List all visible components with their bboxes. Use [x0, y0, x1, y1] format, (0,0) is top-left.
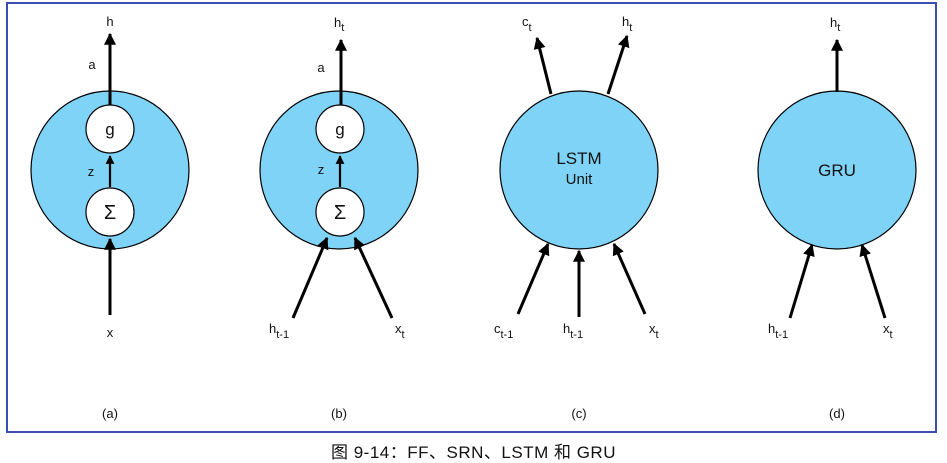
lstm-in-c-arrow — [516, 242, 550, 315]
srn-input-h-label: ht-1 — [269, 321, 289, 341]
srn-sum-node — [315, 187, 365, 237]
srn-input-h-arrow — [291, 236, 329, 319]
lstm-in-h-label: ht-1 — [563, 321, 583, 341]
srn-edge-a-label: a — [317, 60, 325, 75]
lstm-unit-title: LSTM — [556, 149, 601, 168]
panel-c-lstm: LSTM Unit ct ht ct-1 ht-1 xt (c) — [494, 14, 659, 421]
lstm-out-h-label: ht — [622, 14, 632, 34]
ff-edge-z-label: z — [88, 164, 95, 179]
gru-input-h-label: ht-1 — [768, 321, 788, 341]
srn-activation-label: g — [335, 120, 344, 139]
ff-input-label: x — [107, 325, 114, 340]
lstm-out-h-arrow — [606, 34, 630, 95]
panel-a-feedforward: g Σ a z h x (a) — [30, 14, 190, 421]
panel-c-label: (c) — [571, 406, 586, 421]
ff-sum-node — [85, 187, 135, 237]
lstm-out-c-label: ct — [522, 14, 532, 34]
lstm-in-x-label: xt — [649, 321, 659, 341]
gru-input-h-arrow — [788, 243, 815, 319]
figure-frame — [6, 2, 937, 433]
panel-d-label: (d) — [829, 406, 845, 421]
ff-edge-a-label: a — [88, 57, 96, 72]
panel-a-label: (a) — [102, 406, 118, 421]
gru-output-label: ht — [830, 15, 840, 34]
ff-output-label: h — [106, 14, 113, 29]
lstm-unit-circle — [499, 90, 659, 250]
srn-edge-z-label: z — [318, 162, 325, 177]
ff-activation-label: g — [105, 120, 114, 139]
srn-input-x-label: xt — [395, 321, 405, 341]
lstm-out-c-arrow — [533, 36, 553, 95]
figure-caption: 图 9-14：FF、SRN、LSTM 和 GRU — [331, 443, 616, 462]
lstm-in-c-label: ct-1 — [494, 321, 513, 341]
lstm-in-x-arrow — [612, 242, 647, 315]
srn-sum-symbol: Σ — [334, 202, 346, 224]
srn-input-x-arrow — [353, 236, 394, 319]
gru-unit-title: GRU — [818, 161, 856, 180]
srn-output-label: ht — [334, 15, 344, 34]
gru-input-x-label: xt — [883, 321, 893, 341]
lstm-unit-subtitle: Unit — [566, 171, 594, 188]
panel-b-label: (b) — [331, 406, 347, 421]
panel-d-gru: GRU ht ht-1 xt (d) — [757, 15, 917, 421]
gru-input-x-arrow — [859, 243, 887, 319]
panel-b-srn: g Σ a z ht ht-1 xt (b) — [259, 15, 419, 421]
ff-sum-symbol: Σ — [104, 202, 116, 224]
